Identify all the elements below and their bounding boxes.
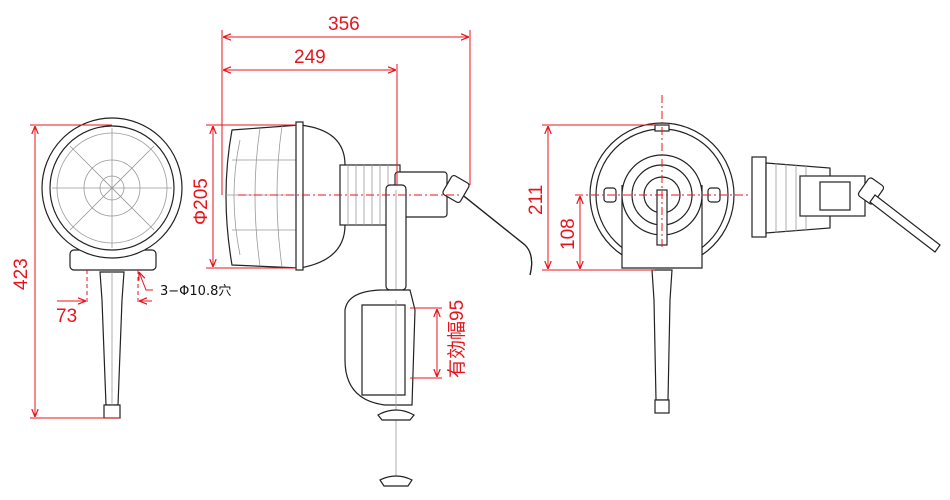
front-dimensions: 423 73 3−Φ10.8穴 <box>11 124 231 419</box>
dim-center-height: 108 <box>558 218 579 250</box>
dim-overall-length: 356 <box>328 14 360 35</box>
dim-clamp-width: 有効幅95 <box>446 300 468 378</box>
dim-shade-diameter: Φ205 <box>191 178 212 225</box>
dim-arm-length: 249 <box>294 47 326 68</box>
hole-note: 3−Φ10.8穴 <box>160 284 231 299</box>
dim-hole-pitch: 73 <box>56 306 77 327</box>
side-dimensions: 356 249 Φ205 有効幅95 <box>191 14 471 379</box>
dim-rear-height: 211 <box>526 185 547 215</box>
front-view <box>41 117 183 419</box>
side-view <box>225 121 533 487</box>
dim-total-height: 423 <box>11 258 32 290</box>
rear-dimensions: 211 108 <box>526 95 750 271</box>
socket-detail-view <box>751 156 941 253</box>
